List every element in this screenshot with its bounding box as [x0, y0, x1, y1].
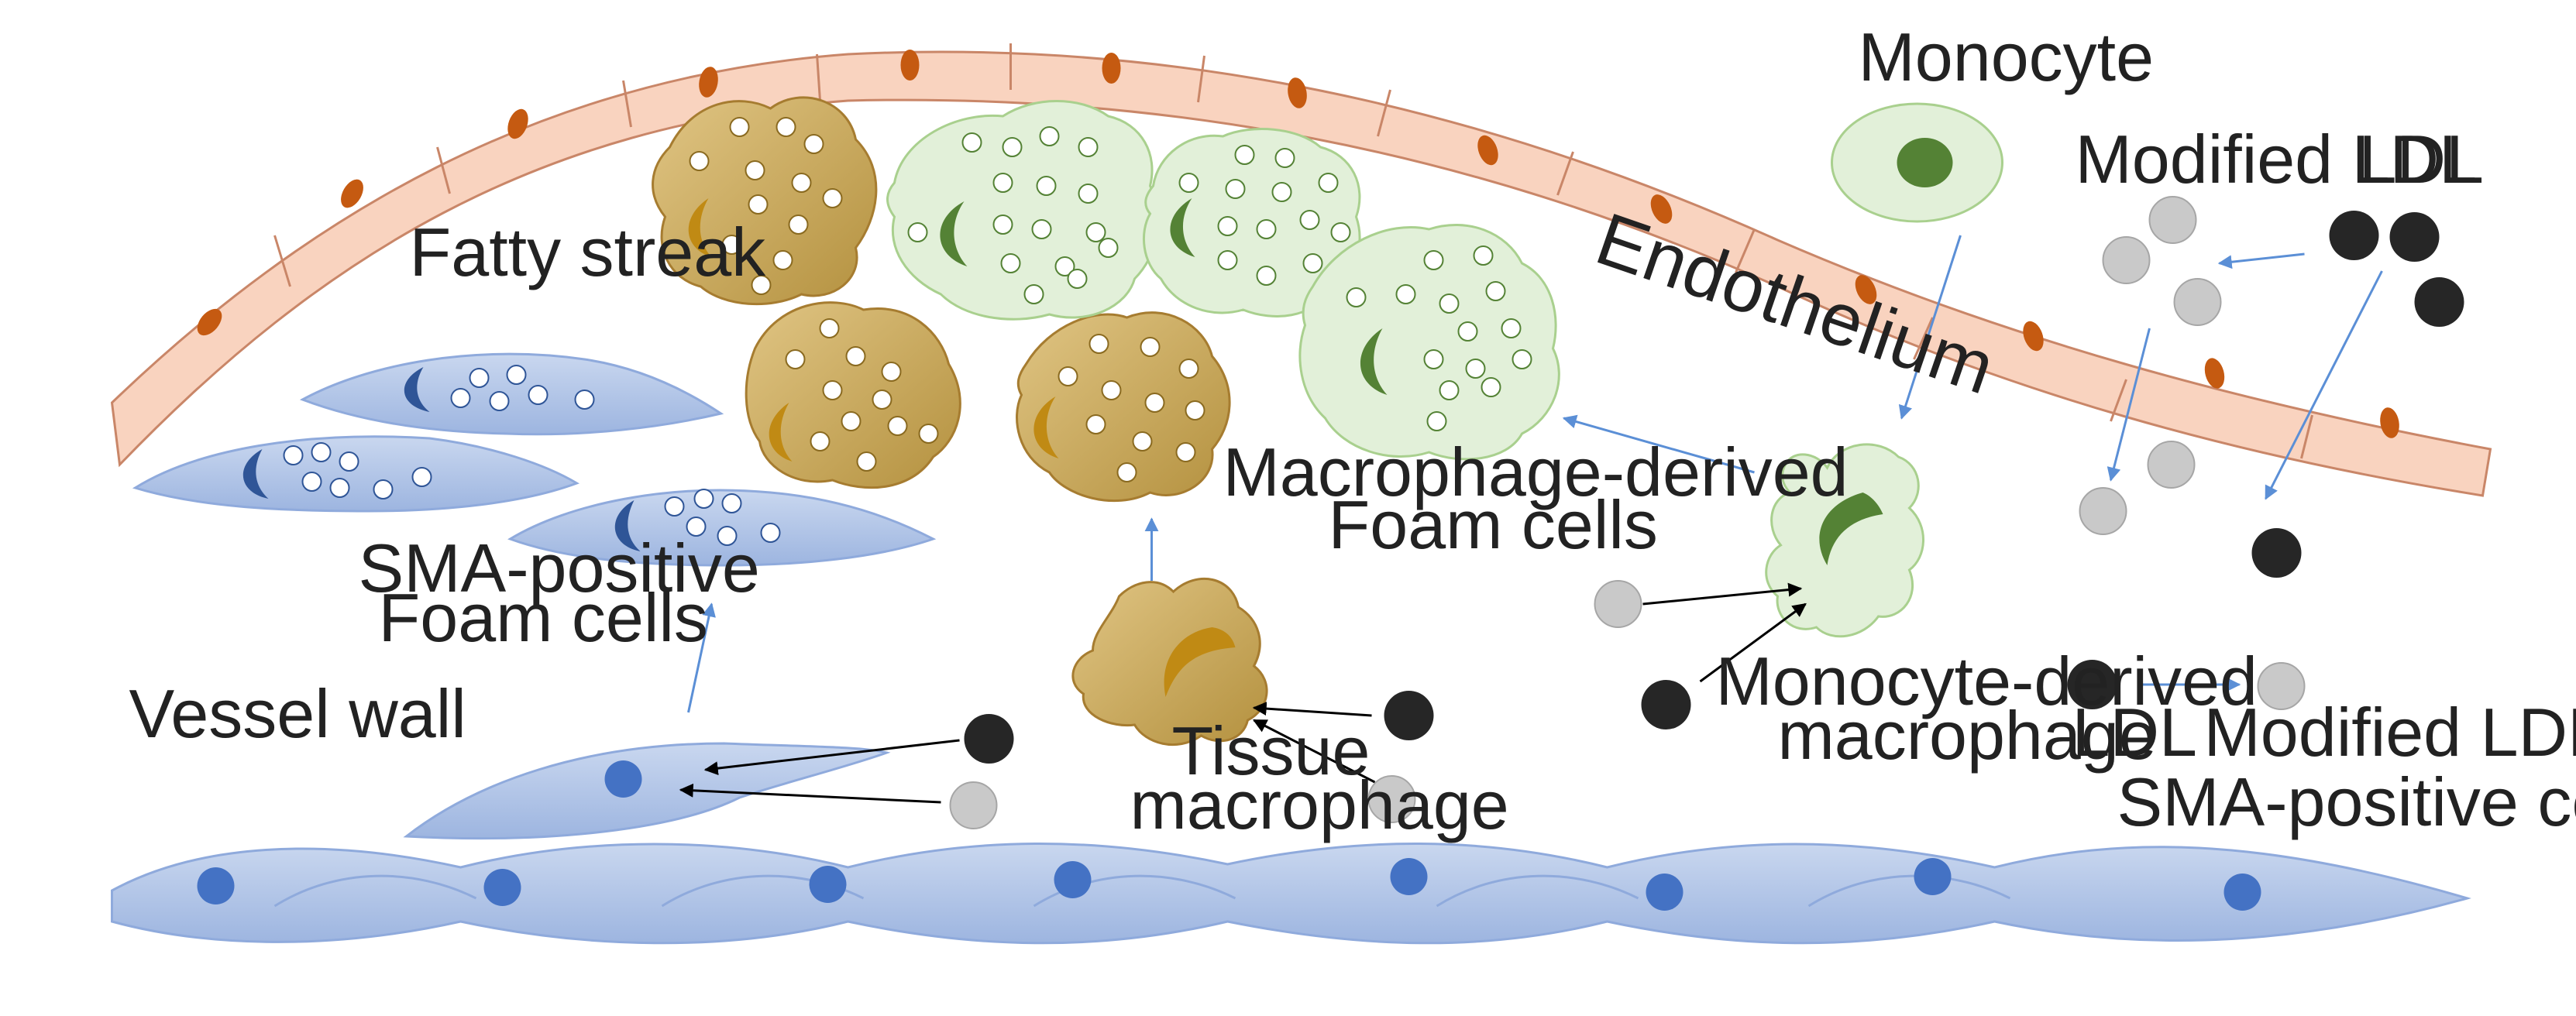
macrophage-foam-cells-tan [652, 96, 1231, 503]
label-sma-foam-line1: SMA-positive [359, 530, 760, 606]
arrows [679, 235, 2383, 804]
arrow-monocyte-to-macrophage [1898, 235, 1962, 420]
sma-positive-foam-cells [132, 352, 937, 567]
arrow-modldl-to-tissue-macrophage [1252, 719, 1376, 784]
label-macrophage-foam-line2: Foam cells [1329, 486, 1658, 563]
label-modified-ldl-top: Modified LDL [2076, 121, 2478, 197]
arrow-ldl-to-smc [703, 739, 960, 776]
sma-foam-cell [132, 435, 580, 513]
label-sma-positive-cells: SMA-positive cells [2117, 764, 2576, 840]
sma-positive-cells-layer [111, 842, 2471, 945]
label-tissue-macrophage-line2: macrophage [1130, 767, 1509, 843]
arrow-ldl-to-modified [2217, 252, 2305, 269]
sma-foam-cell [299, 352, 724, 436]
arrow-modified-ldl-entry [2107, 328, 2151, 482]
monocyte-cell [1831, 102, 2003, 223]
label-fatty-streak: Fatty streak [410, 214, 767, 290]
arrow-ldl-entry [2265, 270, 2383, 500]
tan-foam-cell [745, 301, 961, 489]
green-foam-cell [886, 100, 1160, 321]
green-foam-cell [1298, 223, 1560, 461]
green-foam-cell [1142, 128, 1361, 318]
tan-foam-cell [1016, 311, 1231, 503]
ldl-particles [964, 211, 2464, 764]
label-macrophage-foam-line1: Macrophage-derived [1223, 434, 1849, 510]
modified-ldl-particles [949, 196, 2306, 829]
label-mono-macrophage-line1: Monocyte-derived [1716, 643, 2258, 719]
label-ldl-bottom: LDL [2072, 694, 2197, 771]
tissue-macrophage [1071, 577, 1268, 747]
label-vessel-wall: Vessel wall [129, 675, 466, 752]
label-sma-foam-line2: Foam cells [379, 579, 708, 656]
label-monocyte: Monocyte [1859, 19, 2155, 95]
monocyte-derived-macrophage [1765, 443, 1924, 638]
tan-foam-cell [652, 96, 878, 306]
smooth-muscle-cell [403, 742, 891, 840]
arrow-smc-to-foam [687, 602, 716, 713]
endothelium-lining [110, 43, 2492, 497]
label-mono-macrophage-line2: macrophage [1778, 697, 2157, 774]
label-tissue-macrophage-line1: Tissue [1172, 712, 1371, 789]
labels: Monocyte Modified LDL LDL Endothelium Fa… [129, 19, 2576, 843]
macrophage-foam-cells-green [886, 100, 1560, 461]
arrow-ldl-to-tissue-macrophage [1252, 702, 1372, 717]
label-modified-ldl-bottom: Modified LDL [2204, 694, 2576, 771]
arrow-ldl-to-macrophage [1699, 602, 1807, 683]
sma-foam-cell [507, 489, 937, 567]
arrow-modldl-to-smc [679, 783, 941, 804]
arrow-macrophage-to-foam [1562, 414, 1755, 474]
arrow-modldl-to-macrophage [1642, 582, 1803, 606]
label-ldl-top: LDL [2359, 121, 2484, 197]
